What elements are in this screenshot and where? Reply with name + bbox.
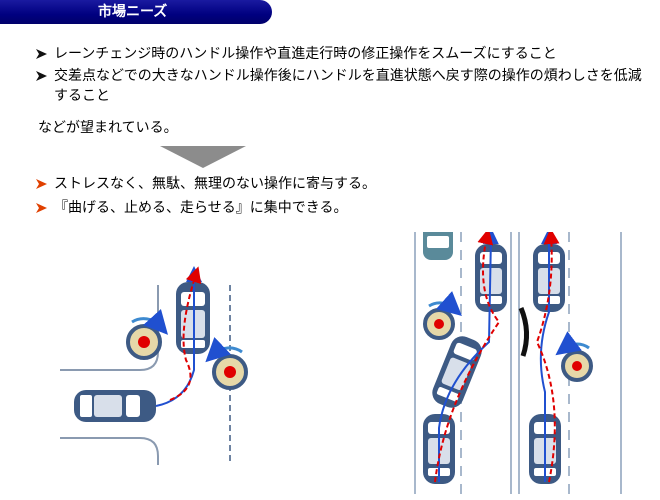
steering-wheel-icon [126,309,169,360]
needs-list: レーンチェンジ時のハンドル操作や直進走行時の修正操作をスムーズにすること 交差点… [34,44,644,108]
list-item-text: 『曲げる、止める、走らせる』に集中できる。 [54,200,348,216]
car-icon [432,336,482,408]
list-item: レーンチェンジ時のハンドル操作や直進走行時の修正操作をスムーズにすること [34,44,644,64]
arrow-bullet-icon [36,71,47,81]
section-header: 市場ニーズ [0,0,272,24]
list-item-text: 交差点などでの大きなハンドル操作後にハンドルを直進状態へ戻す際の操作の煩わしさを… [54,68,642,104]
section-title: 市場ニーズ [98,4,168,20]
list-item: 交差点などでの大きなハンドル操作後にハンドルを直進状態へ戻す際の操作の煩わしさを… [34,66,644,106]
benefits-list: ストレスなく、無駄、無理のない操作に寄与する。 『曲げる、止める、走らせる』に集… [34,174,554,222]
car-icon [74,390,156,422]
intersection-illustration [60,266,248,465]
steering-wheel-icon [205,337,248,390]
list-item-text: レーンチェンジ時のハンドル操作や直進走行時の修正操作をスムーズにすること [54,46,557,62]
steering-wheel-icon [555,331,593,382]
lane-change-illustration [414,232,622,494]
arrow-bullet-icon [36,49,47,59]
list-item-text: ストレスなく、無駄、無理のない操作に寄与する。 [54,176,376,192]
steering-wheel-icon [423,291,462,340]
arrow-bullet-red-icon [36,179,47,189]
down-triangle-icon [160,146,246,168]
summary-note: などが望まれている。 [38,120,178,136]
arrow-bullet-red-icon [36,203,47,213]
list-item: 『曲げる、止める、走らせる』に集中できる。 [34,198,554,218]
list-item: ストレスなく、無駄、無理のない操作に寄与する。 [34,174,554,194]
